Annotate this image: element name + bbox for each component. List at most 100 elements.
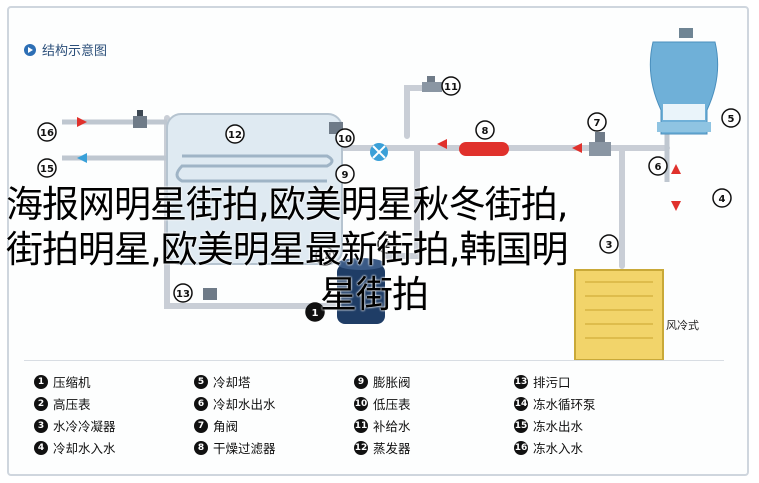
- legend-item: 7 角阀: [194, 416, 354, 435]
- legend-label: 低压表: [373, 397, 411, 412]
- legend-item: 11 补给水: [354, 416, 514, 435]
- legend-number: 16: [514, 440, 528, 455]
- svg-text:13: 13: [176, 289, 190, 300]
- overlay-line-1: 海报网明星街拍,欧美明星秋冬街拍,: [6, 183, 569, 226]
- svg-text:11: 11: [444, 82, 458, 93]
- callout-numbers: 16 15 12 11 10 9 8 7 6 5 4 3 2 1 13 14: [37, 76, 741, 322]
- legend-item: 14 冻水循环泵: [514, 394, 674, 413]
- legend-item: 13 排污口: [514, 372, 674, 391]
- legend-number: 7: [194, 418, 208, 433]
- legend-label: 高压表: [53, 397, 91, 412]
- legend-number: 1: [34, 374, 48, 389]
- play-bullet-icon: [24, 43, 36, 56]
- legend-item: 10 低压表: [354, 394, 514, 413]
- callout-6: 6: [648, 156, 668, 176]
- legend-number: 2: [34, 396, 48, 411]
- svg-text:15: 15: [40, 164, 54, 175]
- legend-item: 3 水冷冷凝器: [34, 416, 194, 435]
- legend-item: 4 冷却水入水: [34, 438, 194, 457]
- legend-number: 8: [194, 440, 208, 455]
- callout-12: 12: [225, 124, 245, 144]
- expansion-valve: [370, 143, 388, 161]
- evaporator-tank: [166, 113, 343, 265]
- air-cooled-label: 风冷式: [666, 319, 699, 332]
- svg-text:3: 3: [606, 240, 613, 251]
- legend-item: 1 压缩机: [34, 372, 194, 391]
- overlay-line-3: 星街拍: [320, 273, 429, 316]
- callout-8: 8: [475, 120, 495, 140]
- legend-item: 6 冷却水出水: [194, 394, 354, 413]
- legend-label: 冻水入水: [533, 441, 584, 456]
- legend-label: 蒸发器: [373, 441, 411, 456]
- legend-item: 8 干燥过滤器: [194, 438, 354, 457]
- legend-label: 冻水出水: [533, 419, 584, 434]
- svg-text:9: 9: [342, 170, 349, 181]
- angle-valve: [589, 132, 611, 156]
- legend-number: 4: [34, 440, 48, 455]
- callout-2: 2: [377, 234, 397, 254]
- callout-7: 7: [587, 112, 607, 132]
- svg-text:4: 4: [719, 194, 726, 205]
- legend-number: 12: [354, 440, 368, 455]
- callout-13: 13: [173, 283, 193, 303]
- legend-item: 2 高压表: [34, 394, 194, 413]
- legend-item: 16 冻水入水: [514, 438, 674, 457]
- legend-number: 9: [354, 374, 368, 389]
- diagram-title: 结构示意图: [24, 40, 107, 59]
- compressor: [337, 258, 385, 324]
- legend-label: 冷却水入水: [53, 441, 116, 456]
- svg-text:10: 10: [338, 134, 352, 145]
- svg-text:16: 16: [40, 128, 54, 139]
- callout-9: 9: [335, 164, 355, 184]
- svg-text:2: 2: [384, 240, 391, 251]
- callout-5: 5: [721, 108, 741, 128]
- callout-14: 14: [315, 246, 335, 266]
- legend-label: 干燥过滤器: [213, 441, 276, 456]
- legend-item: 12 蒸发器: [354, 438, 514, 457]
- svg-text:8: 8: [482, 126, 489, 137]
- legend-label: 补给水: [373, 419, 411, 434]
- svg-text:6: 6: [655, 162, 662, 173]
- legend-label: 排污口: [533, 375, 571, 390]
- system-diagram: 16 15 12 11 10 9 8 7 6 5 4 3 2 1 13 14: [37, 28, 741, 361]
- legend-label: 膨胀阀: [373, 375, 411, 390]
- legend-label: 压缩机: [53, 375, 91, 390]
- legend-label: 冻水循环泵: [533, 397, 596, 412]
- legend-number: 14: [514, 396, 528, 411]
- legend-label: 冷却塔: [213, 375, 251, 390]
- svg-text:12: 12: [228, 130, 242, 141]
- legend-item: 15 冻水出水: [514, 416, 674, 435]
- legend-label: 水冷冷凝器: [53, 419, 116, 434]
- legend-number: 15: [514, 418, 528, 433]
- water-lines: [62, 119, 670, 182]
- cooling-tower: [649, 28, 719, 135]
- callout-4: 4: [712, 188, 732, 208]
- callout-16: 16: [37, 122, 57, 142]
- legend-number: 3: [34, 418, 48, 433]
- svg-text:14: 14: [318, 252, 332, 263]
- callout-1: 1: [305, 302, 325, 322]
- flow-arrows: [77, 117, 681, 211]
- svg-text:7: 7: [594, 118, 601, 129]
- legend-divider: [24, 360, 724, 361]
- air-cooled-condenser: [574, 269, 664, 361]
- legend-item: 9 膨胀阀: [354, 372, 514, 391]
- callout-11: 11: [441, 76, 461, 96]
- drier-filter: [459, 142, 509, 156]
- overlay-caption: 海报网明星街拍,欧美明星秋冬街拍, 街拍明星,欧美明星最新街拍,韩国明 星街拍: [6, 182, 706, 317]
- legend-label: 角阀: [213, 419, 239, 434]
- overlay-line-2: 街拍明星,欧美明星最新街拍,韩国明: [6, 228, 569, 271]
- legend-number: 6: [194, 396, 208, 411]
- callout-10: 10: [335, 128, 355, 148]
- svg-text:5: 5: [728, 114, 735, 125]
- diagram-title-text: 结构示意图: [42, 44, 108, 59]
- legend-number: 10: [354, 396, 368, 411]
- legend-label: 冷却水出水: [213, 397, 276, 412]
- legend-number: 11: [354, 418, 368, 433]
- legend-number: 13: [514, 374, 528, 389]
- callout-15: 15: [37, 158, 57, 178]
- svg-text:1: 1: [312, 308, 319, 319]
- makeup-water-faucet: [422, 76, 442, 92]
